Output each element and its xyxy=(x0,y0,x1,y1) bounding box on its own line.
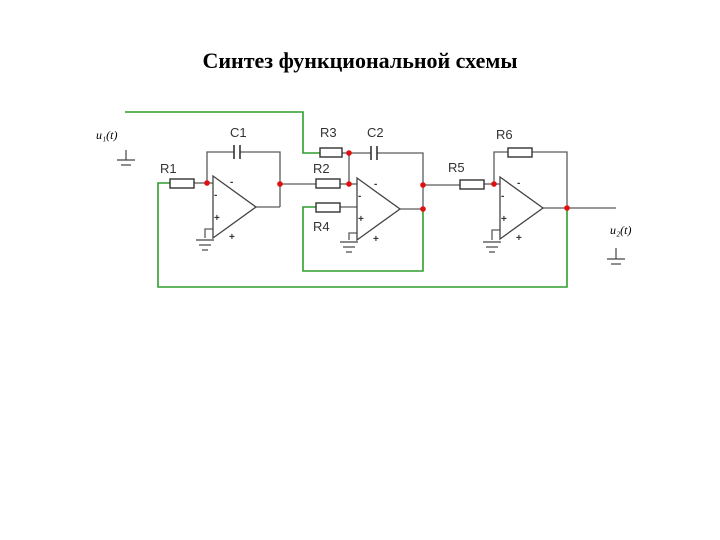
feedback-wire-top xyxy=(125,111,320,154)
junction-node xyxy=(564,205,570,211)
ground-2-icon xyxy=(340,241,358,253)
label-r3: R3 xyxy=(320,125,337,140)
junction-node xyxy=(491,181,497,187)
feedback-wire-bottom xyxy=(157,182,568,288)
junction-node xyxy=(346,181,352,187)
ground-1-icon xyxy=(196,239,214,251)
resistor-r5 xyxy=(459,179,485,190)
opamp-1-plus-in: + xyxy=(214,213,220,224)
resistor-r3 xyxy=(319,147,343,158)
junction-node xyxy=(204,180,210,186)
junction-node xyxy=(346,150,352,156)
label-c2: C2 xyxy=(367,125,384,140)
opamp-3-minus-top: - xyxy=(517,178,520,189)
capacitor-c2 xyxy=(370,146,378,160)
resistor-r1 xyxy=(169,178,195,189)
label-r6: R6 xyxy=(496,127,513,142)
label-r1: R1 xyxy=(160,161,177,176)
label-c1: C1 xyxy=(230,125,247,140)
page-title: Синтез функциональной схемы xyxy=(202,48,518,73)
opamp-2-minus-top: - xyxy=(374,179,377,190)
output-ground-icon xyxy=(607,248,625,265)
opamp-1-minus-in: - xyxy=(214,190,217,201)
opamp-3-minus-in: - xyxy=(501,191,504,202)
opamp-1 xyxy=(212,174,258,240)
opamp-3 xyxy=(499,175,545,241)
resistor-r2 xyxy=(315,178,341,189)
wire-r4-loop xyxy=(302,206,424,272)
input-label: u₁(t) xyxy=(96,128,118,142)
junction-node xyxy=(420,182,426,188)
junction-node xyxy=(420,206,426,212)
ground-3-icon xyxy=(483,241,501,253)
junction-node xyxy=(277,181,283,187)
label-r2: R2 xyxy=(313,161,330,176)
opamp-1-plus-bottom: + xyxy=(229,232,235,243)
opamp-2 xyxy=(356,176,402,242)
output-label: u₂(t) xyxy=(610,223,632,237)
resistor-r6 xyxy=(507,147,533,158)
capacitor-c1 xyxy=(233,145,241,159)
label-r5: R5 xyxy=(448,160,465,175)
opamp-3-plus-bottom: + xyxy=(516,233,522,244)
opamp-2-plus-in: + xyxy=(358,214,364,225)
opamp-2-minus-in: - xyxy=(358,191,361,202)
label-r4: R4 xyxy=(313,219,330,234)
input-ground-icon xyxy=(117,150,135,166)
opamp-1-minus-top: - xyxy=(230,177,233,188)
resistor-r4 xyxy=(315,202,341,213)
opamp-3-plus-in: + xyxy=(501,214,507,225)
opamp-2-plus-bottom: + xyxy=(373,234,379,245)
